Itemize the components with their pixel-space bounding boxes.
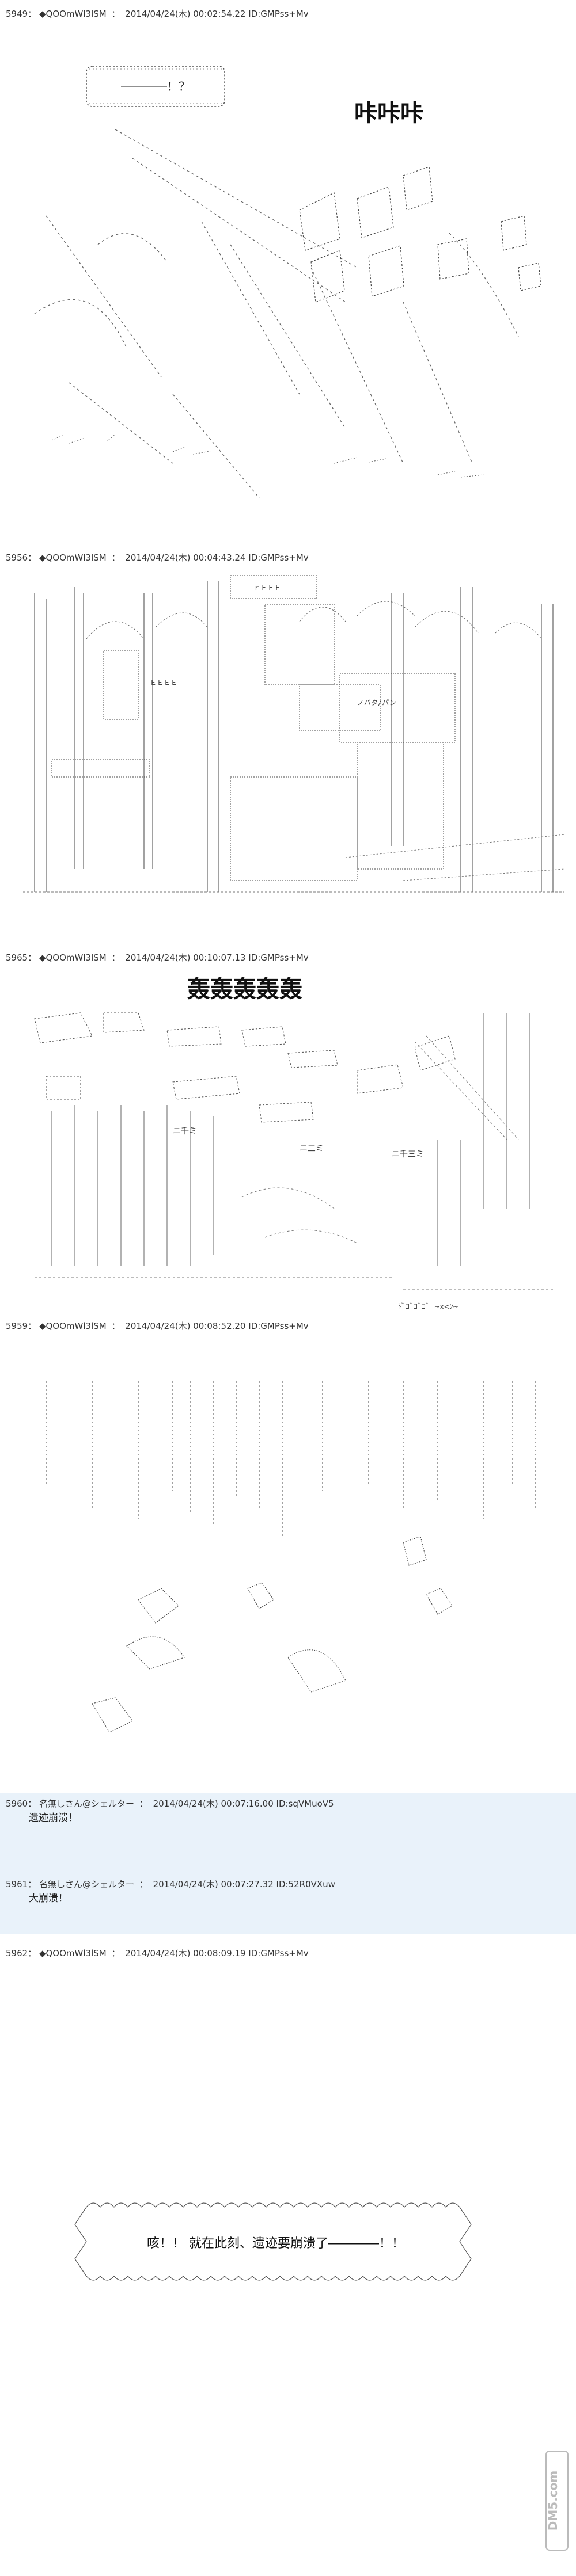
- ascii-art-shatter: ――――！？ 咔咔咔: [0, 26, 576, 544]
- post-body: 大崩溃！: [29, 1893, 68, 1904]
- falling-rocks: [92, 1536, 453, 1733]
- post-header: 5965： ◆QOOmWl3lSM ： 2014/04/24(木) 00:10:…: [6, 952, 309, 963]
- ruin-columns: [34, 581, 554, 892]
- collapse-pillars: [51, 1013, 530, 1266]
- ruin-label-2: ｒＦＦＦ: [253, 584, 281, 592]
- post-5962: 5962： ◆QOOmWl3lSM ： 2014/04/24(木) 00:08:…: [0, 1948, 576, 2570]
- collapse-label-3: ニ三ミ: [300, 1144, 324, 1153]
- post-time: 00:07:27.32: [221, 1879, 274, 1889]
- post-author: ◆QOOmWl3lSM: [39, 952, 107, 963]
- collapse-label-1: ニ千三ミ: [392, 1150, 424, 1159]
- post-time: 00:07:16.00: [221, 1798, 274, 1809]
- post-number[interactable]: 5965：: [6, 952, 37, 963]
- post-header: 5962： ◆QOOmWl3lSM ： 2014/04/24(木) 00:08:…: [6, 1948, 309, 1958]
- shard-blocks: [299, 166, 541, 303]
- post-author: ◆QOOmWl3lSM: [39, 1321, 107, 1331]
- ascii-art-collapse: 轰轰轰轰轰: [0, 967, 576, 1312]
- falling-streaks: [46, 1381, 536, 1537]
- ruin-blocks: [51, 575, 456, 881]
- post-5956: 5956： ◆QOOmWl3lSM ： 2014/04/24(木) 00:04:…: [0, 552, 576, 952]
- collapse-label-2: ニ千ミ: [173, 1127, 197, 1136]
- post-time: 00:10:07.13: [193, 952, 246, 963]
- ruin-label-1: ノバタ/パン: [357, 699, 396, 707]
- post-author: ◆QOOmWl3lSM: [39, 552, 107, 563]
- sfx-kakaka: 咔咔咔: [354, 100, 423, 127]
- debris-marks: [51, 434, 484, 478]
- post-5959: 5959： ◆QOOmWl3lSM ： 2014/04/24(木) 00:08:…: [0, 1321, 576, 1793]
- post-time: 00:04:43.24: [193, 552, 246, 563]
- post-time: 00:02:54.22: [193, 9, 246, 19]
- post-date: 2014/04/24(木): [125, 1948, 191, 1958]
- post-date: 2014/04/24(木): [125, 1321, 191, 1331]
- ascii-art-falling: [0, 1335, 576, 1784]
- post-header: 5961： 名無しさん@シェルター ： 2014/04/24(木) 00:07:…: [6, 1879, 335, 1889]
- dm5-logo-icon: DM5.com: [545, 2451, 569, 2551]
- dm5-watermark: DM5.com: [544, 2449, 570, 2552]
- post-header: 5960： 名無しさん@シェルター ： 2014/04/24(木) 00:07:…: [6, 1798, 334, 1809]
- post-5960: 5960： 名無しさん@シェルター ： 2014/04/24(木) 00:07:…: [0, 1793, 576, 1873]
- post-number[interactable]: 5956：: [6, 552, 37, 563]
- post-id: ID:52R0VXuw: [276, 1879, 335, 1889]
- post-5965: 5965： ◆QOOmWl3lSM ： 2014/04/24(木) 00:10:…: [0, 952, 576, 1321]
- post-time: 00:08:52.20: [193, 1321, 246, 1331]
- crack-lines: [34, 129, 519, 498]
- ruin-floor: [23, 834, 565, 893]
- collapse-debris: [34, 1012, 456, 1123]
- post-5949: 5949： ◆QOOmWl3lSM ： 2014/04/24(木) 00:02:…: [0, 9, 576, 552]
- post-number[interactable]: 5959：: [6, 1321, 37, 1331]
- post-5961: 5961： 名無しさん@シェルター ： 2014/04/24(木) 00:07:…: [0, 1873, 576, 1934]
- post-id: ID:GMPss+Mv: [248, 552, 309, 563]
- speech-text: ――――！？: [121, 79, 190, 93]
- ruin-arches: [86, 601, 542, 639]
- collapse-label-4: ﾄﾞｺﾞｺﾞｺﾞ ~x<ﾝ~: [397, 1302, 458, 1312]
- post-author: ◆QOOmWl3lSM: [39, 1948, 107, 1958]
- post-id: ID:GMPss+Mv: [248, 952, 309, 963]
- post-date: 2014/04/24(木): [153, 1879, 218, 1889]
- post-date: 2014/04/24(木): [153, 1798, 218, 1809]
- ruin-label-3: ＥＥＥＥ: [150, 679, 177, 687]
- post-number[interactable]: 5960：: [6, 1798, 37, 1809]
- post-date: 2014/04/24(木): [125, 9, 191, 19]
- post-date: 2014/04/24(木): [125, 952, 191, 963]
- post-author: ◆QOOmWl3lSM: [39, 9, 107, 19]
- post-header: 5949： ◆QOOmWl3lSM ： 2014/04/24(木) 00:02:…: [6, 9, 309, 19]
- post-id: ID:GMPss+Mv: [248, 1321, 309, 1331]
- post-header: 5959： ◆QOOmWl3lSM ： 2014/04/24(木) 00:08:…: [6, 1321, 309, 1331]
- post-body: 遗迹崩溃！: [29, 1812, 78, 1824]
- scroll-speech-bubble: 咳！！ 就在此刻、遗迹要崩溃了――――！！: [0, 2190, 576, 2305]
- speech-bubble: [86, 66, 225, 107]
- scroll-speech-text: 咳！！ 就在此刻、遗迹要崩溃了――――！！: [147, 2236, 404, 2251]
- sfx-boom: 轰轰轰轰轰: [187, 976, 302, 1003]
- post-date: 2014/04/24(木): [125, 552, 191, 563]
- scroll-border: [74, 2202, 472, 2281]
- post-number[interactable]: 5949：: [6, 9, 37, 19]
- post-author[interactable]: 名無しさん@シェルター: [39, 1798, 134, 1809]
- post-number[interactable]: 5962：: [6, 1948, 37, 1958]
- watermark-text: DM5.com: [546, 2471, 560, 2531]
- post-author[interactable]: 名無しさん@シェルター: [39, 1879, 134, 1889]
- post-id: ID:GMPss+Mv: [248, 9, 309, 19]
- collapse-lines: [35, 1035, 553, 1290]
- post-id: ID:GMPss+Mv: [248, 1948, 309, 1958]
- ascii-art-ruins: ノバタ/パン ｒＦＦＦ ＥＥＥＥ: [0, 570, 576, 938]
- post-time: 00:08:09.19: [193, 1948, 246, 1958]
- post-number[interactable]: 5961：: [6, 1879, 37, 1889]
- post-header: 5956： ◆QOOmWl3lSM ： 2014/04/24(木) 00:04:…: [6, 552, 309, 563]
- post-id: ID:sqVMuoV5: [276, 1798, 334, 1809]
